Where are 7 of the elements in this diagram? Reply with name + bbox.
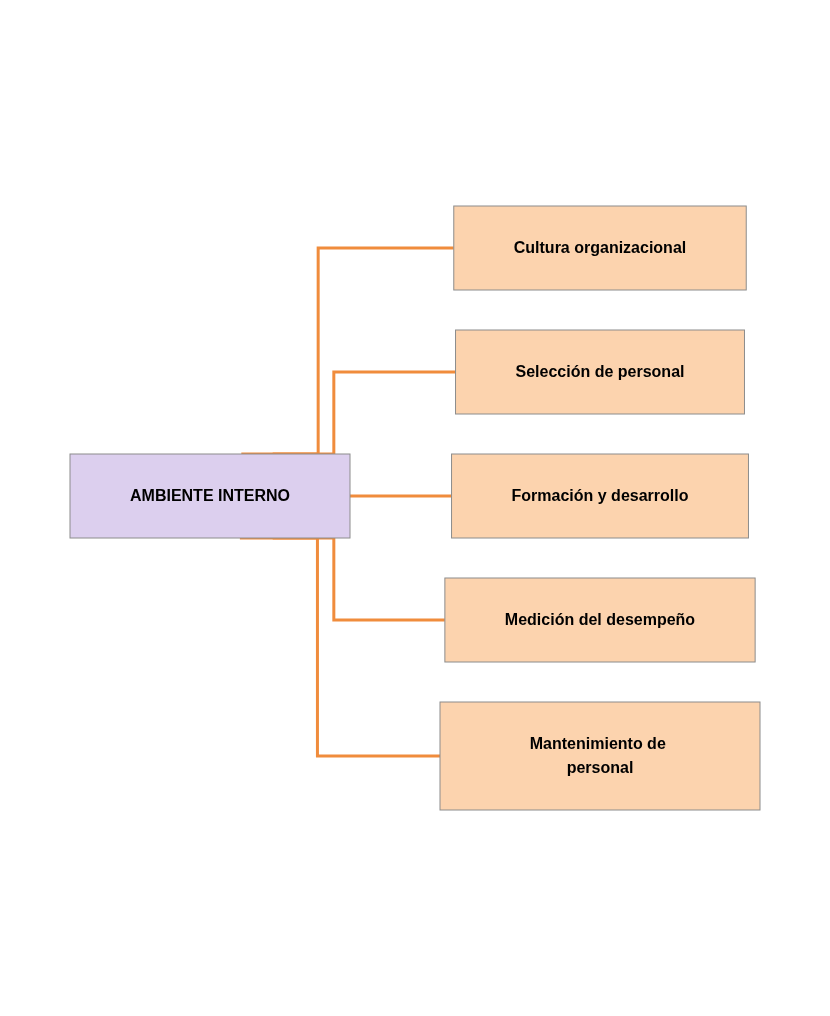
node-box: Mantenimiento de personal [439,701,761,811]
node-box: Medición del desempeño [444,577,756,663]
node-box: Cultura organizacional [453,205,747,291]
node-box: Formación y desarrollo [451,453,749,539]
connector [350,494,452,498]
node-box: AMBIENTE INTERNO [69,453,351,539]
node-box: Selección de personal [455,329,745,415]
